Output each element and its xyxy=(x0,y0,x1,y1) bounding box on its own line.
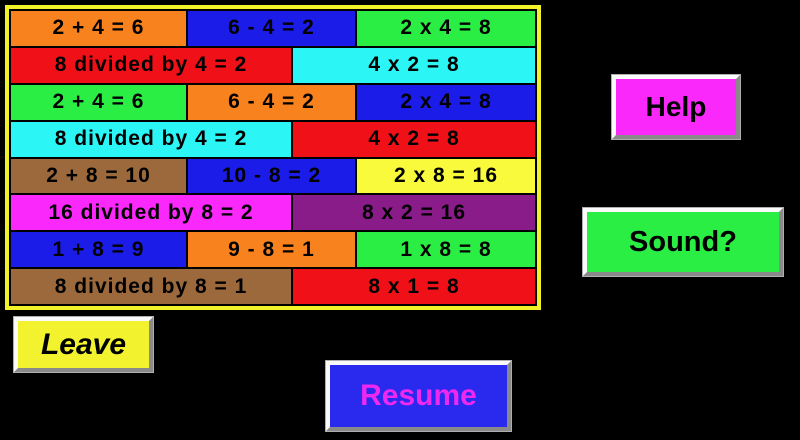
equation-cell[interactable]: 10 - 8 = 2 xyxy=(188,158,355,194)
equation-cell[interactable]: 16 divided by 8 = 2 xyxy=(11,195,292,231)
equation-cell[interactable]: 4 x 2 = 8 xyxy=(293,47,535,83)
equation-cell[interactable]: 2 x 8 = 16 xyxy=(357,158,535,194)
equation-cell[interactable]: 6 - 4 = 2 xyxy=(188,11,355,46)
leave-button[interactable]: Leave xyxy=(14,317,153,372)
equation-cell[interactable]: 2 + 4 = 6 xyxy=(11,84,186,120)
equation-cell[interactable]: 2 + 8 = 10 xyxy=(11,158,186,194)
equation-cell[interactable]: 8 divided by 8 = 1 xyxy=(11,269,292,304)
resume-button[interactable]: Resume xyxy=(326,361,511,431)
equation-cell[interactable]: 8 x 2 = 16 xyxy=(293,195,535,231)
help-button[interactable]: Help xyxy=(612,75,740,139)
equation-cell[interactable]: 6 - 4 = 2 xyxy=(188,84,355,120)
equation-cell[interactable]: 2 x 4 = 8 xyxy=(357,84,535,120)
equation-cell[interactable]: 8 divided by 4 = 2 xyxy=(11,121,292,157)
equation-cell[interactable]: 1 + 8 = 9 xyxy=(11,232,186,268)
equation-cell[interactable]: 8 x 1 = 8 xyxy=(293,269,535,304)
equation-cell[interactable]: 4 x 2 = 8 xyxy=(293,121,535,157)
equation-cell[interactable]: 9 - 8 = 1 xyxy=(188,232,355,268)
equation-cell[interactable]: 1 x 8 = 8 xyxy=(357,232,535,268)
equation-cell[interactable]: 2 x 4 = 8 xyxy=(357,11,535,46)
equation-cell[interactable]: 8 divided by 4 = 2 xyxy=(11,47,292,83)
equation-cell[interactable]: 2 + 4 = 6 xyxy=(11,11,186,46)
sound-toggle-button[interactable]: Sound? xyxy=(583,208,783,276)
